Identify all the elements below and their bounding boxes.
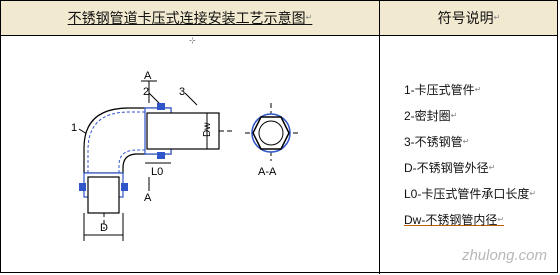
legend-item: 1-卡压式管件↵ <box>404 77 536 103</box>
return-mark-icon: ↵ <box>497 215 505 224</box>
legend-title-text: 符号说明 <box>437 10 494 26</box>
legend-item: D-不锈钢管外径↵ <box>404 155 536 181</box>
seal-ring-left <box>79 183 86 191</box>
seal-ring-right <box>121 183 128 191</box>
elbow-inner-line-lower <box>118 149 169 173</box>
return-mark-icon: ↵ <box>462 137 470 146</box>
dim-d: D <box>100 222 108 234</box>
dim-l0: L0 <box>151 166 163 178</box>
diagram-title-text: 不锈钢管道卡压式连接安装工艺示意图 <box>67 10 306 26</box>
return-mark-icon: ↵ <box>450 111 458 120</box>
legend-item-label: D-不锈钢管外径 <box>404 161 489 175</box>
return-mark-icon: ↵ <box>488 163 496 172</box>
return-mark-icon: ↵ <box>529 189 537 198</box>
vertical-pipe <box>87 176 120 214</box>
diagram-title: 不锈钢管道卡压式连接安装工艺示意图↵ <box>1 1 379 35</box>
return-mark-icon: ↵ <box>493 13 501 22</box>
section-outer-ring <box>251 113 291 153</box>
legend-item-label: 1-卡压式管件 <box>404 83 475 97</box>
legend-item-label: 2-密封圈 <box>404 109 451 123</box>
callout-3-leader <box>184 92 198 106</box>
legend-item-label: Dw-不锈钢管内径 <box>404 213 498 227</box>
section-hexagon <box>252 116 290 150</box>
seal-ring-top <box>157 103 165 110</box>
section-inner-ring <box>258 120 284 146</box>
press-fit-joint-diagram: A A 2 3 1 <box>71 70 299 241</box>
section-mark-bottom: A <box>144 192 152 204</box>
diagram-area: A A 2 3 1 <box>39 53 321 263</box>
seal-ring-bottom <box>157 152 165 159</box>
callout-1: 1 <box>71 122 77 134</box>
callout-3: 3 <box>179 86 185 98</box>
elbow-inner-line <box>87 111 169 173</box>
return-mark-icon: ↵ <box>305 13 313 22</box>
watermark: zhulong.com <box>461 247 547 264</box>
legend-item: 2-密封圈↵ <box>404 103 536 129</box>
callout-2: 2 <box>143 86 149 98</box>
return-mark-icon: ↵ <box>474 85 482 94</box>
anchor-icon: ⊹ <box>189 36 196 45</box>
legend-item: 3-不锈钢管↵ <box>404 129 536 155</box>
column-divider <box>379 1 380 274</box>
table-header-row <box>1 1 557 36</box>
legend-title: 符号说明↵ <box>380 1 558 35</box>
legend-item: Dw-不锈钢管内径↵ <box>404 207 536 233</box>
section-mark-top: A <box>144 70 152 82</box>
legend-item-label: L0-卡压式管件承口长度 <box>404 187 530 201</box>
legend-item-label: 3-不锈钢管 <box>404 135 463 149</box>
symbol-legend: 1-卡压式管件↵ 2-密封圈↵ 3-不锈钢管↵ D-不锈钢管外径↵ L0-卡压式… <box>404 77 536 233</box>
section-label: A-A <box>258 166 277 178</box>
legend-item: L0-卡压式管件承口长度↵ <box>404 181 536 207</box>
dim-dw: Dw <box>202 122 213 137</box>
